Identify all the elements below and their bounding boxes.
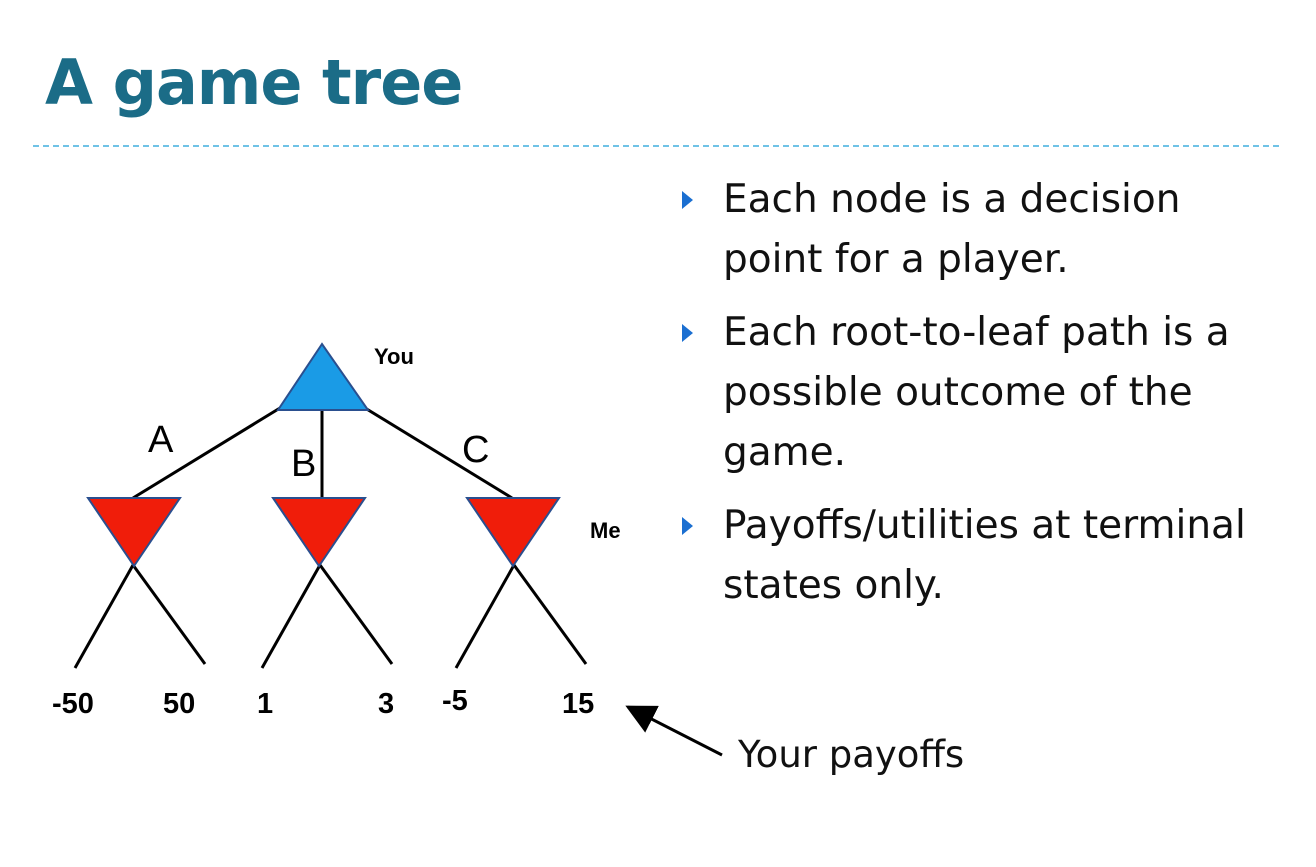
leaf-edge-a-right [131,564,207,665]
payoff-label: 3 [378,688,394,720]
branch-label-a: A [148,419,174,461]
leaf-edge-b-left [260,564,322,669]
leaf-edge-a-left [73,564,135,669]
leaf-edge-b-right [318,564,394,665]
slide-title: A game tree [45,46,463,119]
bullet-arrow-icon [682,324,693,342]
bullet-item: Payoffs/utilities at terminal states onl… [680,496,1280,616]
root-node-you [276,342,370,411]
bullet-text: Each root-to-leaf path is a possible out… [723,310,1230,475]
edge-c [364,406,513,500]
branch-label-c: C [462,429,489,471]
title-divider [33,145,1279,147]
bullet-item: Each root-to-leaf path is a possible out… [680,303,1280,483]
opponent-player-label: Me [590,518,621,543]
bullet-arrow-icon [682,191,693,209]
payoff-label: 15 [562,688,594,720]
edge-a [132,406,281,500]
payoffs-callout-label: Your payoffs [738,733,965,776]
root-player-label: You [374,344,414,369]
leaf-edge-c-left [454,564,516,669]
min-node-b [271,497,367,568]
callout-arrow [625,705,723,757]
min-node-a [86,497,182,568]
bullet-text: Each node is a decision point for a play… [723,177,1181,282]
bullet-arrow-icon [682,517,693,535]
branch-label-b: B [291,443,316,485]
payoff-label: 1 [257,688,273,720]
leaf-edge-c-right [512,564,588,665]
payoff-label: 50 [163,688,195,720]
bullet-text: Payoffs/utilities at terminal states onl… [723,503,1246,608]
payoff-label: -50 [52,688,94,720]
bullet-list: Each node is a decision point for a play… [680,170,1280,629]
min-node-c [465,497,561,568]
bullet-item: Each node is a decision point for a play… [680,170,1280,290]
payoff-label: -5 [442,685,468,717]
